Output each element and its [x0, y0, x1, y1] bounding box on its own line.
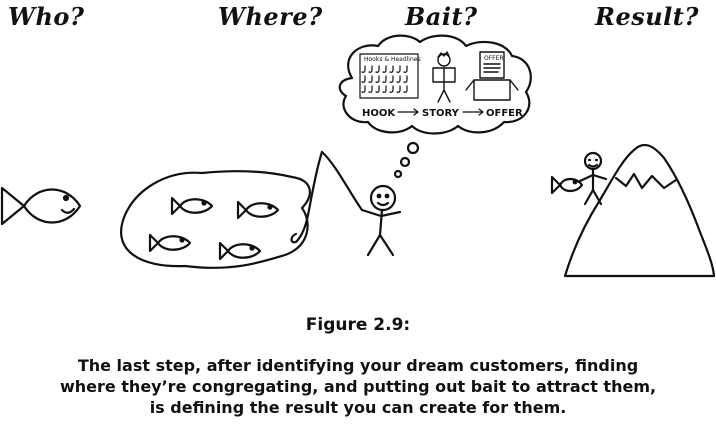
offer-box-icon	[465, 51, 519, 101]
hooks-grid-icon	[359, 53, 419, 99]
heading-bait: Bait?	[405, 2, 478, 31]
fish-icon	[550, 175, 584, 195]
funnel-illustration: Hooks & Headlines OFFER HOOK STORY OFFER	[0, 34, 716, 278]
fish-icon	[170, 196, 214, 216]
fish-icon	[236, 200, 280, 220]
mountain-icon	[563, 143, 716, 278]
figure-description: The last step, after identifying your dr…	[0, 355, 716, 418]
offer-label: OFFER	[484, 55, 504, 62]
reading-figure-icon	[432, 51, 456, 103]
thought-trail	[393, 141, 420, 179]
heading-result: Result?	[595, 2, 699, 31]
flow-offer: OFFER	[486, 108, 523, 119]
fish-icon	[148, 233, 192, 253]
flow-hook: HOOK	[362, 108, 396, 119]
figure-description-line: is defining the result you can create fo…	[149, 398, 567, 417]
figure-description-line: where they’re congregating, and putting …	[59, 377, 657, 396]
hooks-label: Hooks & Headlines	[364, 56, 421, 63]
arrow-right-icon	[397, 108, 419, 116]
fish-icon	[218, 241, 262, 261]
thought-bubble	[338, 34, 532, 135]
heading-who: Who?	[8, 2, 85, 31]
fishing-rod-icon	[290, 150, 364, 244]
fish-icon	[0, 186, 82, 226]
figure-description-line: The last step, after identifying your dr…	[77, 356, 639, 375]
stick-figure-icon	[360, 184, 402, 257]
arrow-right-icon	[462, 108, 484, 116]
stick-figure-icon	[578, 151, 608, 206]
heading-where: Where?	[218, 2, 323, 31]
pond-icon	[120, 169, 311, 269]
flow-story: STORY	[422, 108, 460, 119]
figure-label: Figure 2.9:	[305, 315, 411, 335]
